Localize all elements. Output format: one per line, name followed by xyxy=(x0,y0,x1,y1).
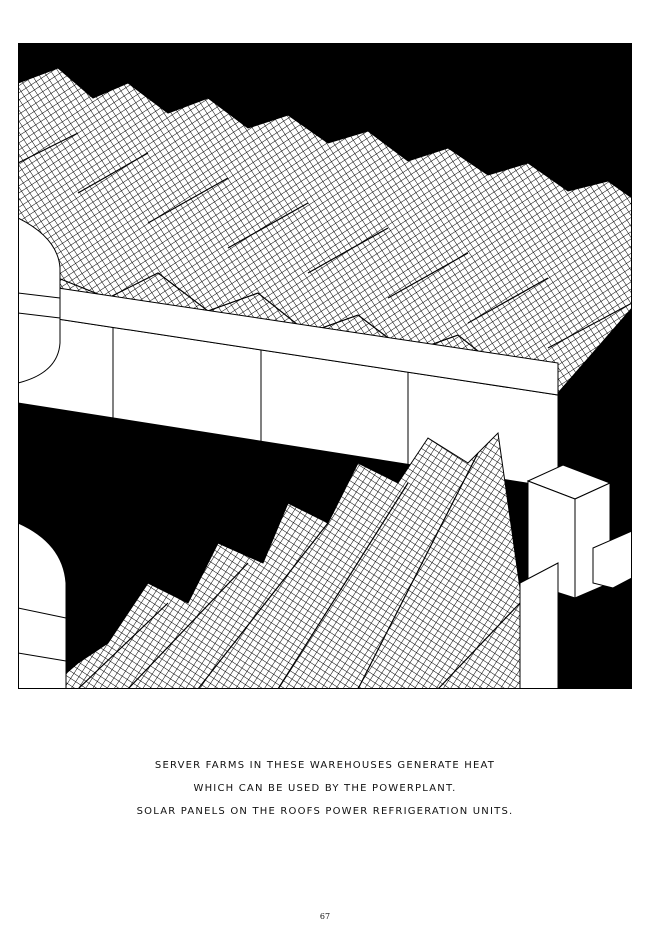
upper-tank xyxy=(18,217,61,384)
lower-roof-ridges xyxy=(77,452,521,689)
lower-warehouse-facade xyxy=(519,562,559,689)
caption-line-3: SOLAR PANELS ON THE ROOFS POWER REFRIGER… xyxy=(136,806,514,817)
caption: SERVER FARMS IN THESE WAREHOUSES GENERAT… xyxy=(0,754,650,823)
upper-facade-seams xyxy=(112,327,409,464)
illustration-frame xyxy=(18,43,632,689)
caption-line-2: WHICH CAN BE USED BY THE POWERPLANT. xyxy=(193,783,457,794)
caption-line-1: SERVER FARMS IN THESE WAREHOUSES GENERAT… xyxy=(154,760,496,771)
warehouse-solar-illustration xyxy=(18,43,632,689)
refrigeration-unit xyxy=(526,464,632,599)
lower-tank xyxy=(18,522,67,689)
page-number: 67 xyxy=(319,912,331,921)
